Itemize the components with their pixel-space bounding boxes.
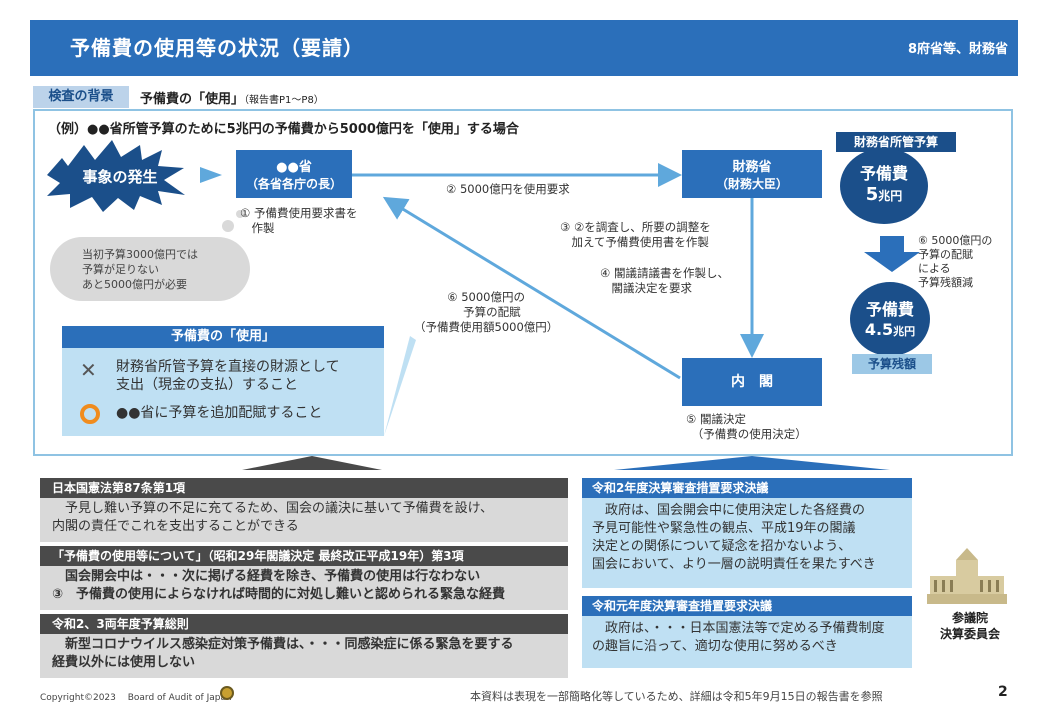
example-text: （例）●●省所管予算のために5兆円の予備費から5000億円を「使用」する場合	[48, 122, 519, 137]
reserve-before-unit: 兆円	[878, 189, 903, 203]
thought-dot-icon	[222, 220, 234, 232]
law-2-body: 国会開会中は・・・次に掲げる経費を除き、予備費の使用は行なわない ③ 予備費の使…	[40, 566, 568, 610]
cross-icon: ✕	[80, 358, 97, 382]
diet-building-icon	[927, 548, 1007, 604]
law-3-head: 令和2、3両年度予算総則	[40, 614, 568, 634]
arrow-cabinet-to-ministry	[382, 196, 681, 380]
cloud-line-2: 予算が足りない	[82, 263, 159, 276]
reserve-before-title: 予備費	[859, 164, 908, 183]
header-subtitle: 8府省等、財務省	[907, 42, 1008, 57]
mof-sub: （財務大臣）	[715, 177, 788, 191]
reserve-after-title: 予備費	[865, 300, 914, 319]
resolution-pointer	[614, 456, 890, 470]
step-5: ⑤ 閣議決定 （予備費の使用決定）	[686, 412, 807, 441]
law-1-head: 日本国憲法第87条第1項	[40, 478, 568, 498]
cloud-line-3: あと5000億円が必要	[82, 278, 187, 291]
board-emblem-icon	[220, 686, 234, 700]
usage-not-case: 財務省所管予算を直接の財源として 支出（現金の支払）すること	[116, 359, 340, 393]
ministry-box: ●●省 （各省各庁の長）	[236, 150, 352, 198]
background-title: 予備費の「使用」（報告書P1～P8）	[140, 88, 324, 107]
page-number: 2	[998, 684, 1008, 700]
down-arrow-icon	[864, 236, 920, 272]
step-3: ③ ②を調査し、所要の調整を 加えて予備費使用書を作製	[560, 220, 711, 249]
resolution-1-body: 政府は、国会開会中に使用決定した各経費の 予見可能性や緊急性の観点、平成19年の…	[582, 498, 912, 588]
resolution-2-body: 政府は、・・・日本国憲法等で定める予備費制度 の趣旨に沿って、適切な使用に努める…	[582, 616, 912, 668]
mof-box: 財務省 （財務大臣）	[682, 150, 822, 198]
usage-heading: 予備費の「使用」	[62, 326, 384, 348]
law-3-body: 新型コロナウイルス感染症対策予備費は、・・・同感染症に係る緊急を要する 経費以外…	[40, 634, 568, 678]
event-label: 事象の発生	[82, 168, 158, 186]
usage-panel: 予備費の「使用」 ✕ 財務省所管予算を直接の財源として 支出（現金の支払）するこ…	[62, 326, 384, 436]
page-title: 予備費の使用等の状況（要請）	[70, 36, 364, 60]
header-bar: 予備費の使用等の状況（要請） 8府省等、財務省	[30, 20, 1018, 76]
footer-note: 本資料は表現を一部簡略化等しているため、詳細は令和5年9月15日の報告書を参照	[470, 690, 883, 703]
step-2: ② 5000億円を使用要求	[446, 182, 570, 196]
circle-ok-icon	[80, 404, 100, 424]
resolution-2-head: 令和元年度決算審査措置要求決議	[582, 596, 912, 616]
step-1: ① 予備費使用要求書を 作製	[240, 206, 358, 235]
reserve-after-amount: 4.5	[864, 320, 894, 339]
remaining-label: 予算残額	[852, 354, 932, 374]
background-title-text: 予備費の「使用」	[140, 92, 245, 107]
background-ref: （報告書P1～P8）	[244, 95, 324, 106]
callout-pointer	[384, 336, 416, 436]
mof-name: 財務省	[732, 160, 772, 175]
cabinet-box: 内 閣	[682, 358, 822, 406]
step-4: ④ 閣議請議書を作製し、 閣議決定を要求	[600, 266, 729, 295]
law-pointer	[242, 456, 382, 470]
law-2-head: 「予備費の使用等について」（昭和29年閣議決定 最終改正平成19年）第3項	[40, 546, 568, 566]
reserve-before-circle: 予備費 5兆円	[840, 148, 928, 224]
resolution-1-head: 令和2年度決算審査措置要求決議	[582, 478, 912, 498]
reserve-after-circle: 予備費 4.5兆円	[850, 282, 930, 356]
event-burst-icon	[47, 140, 185, 212]
background-tag: 検査の背景	[33, 86, 129, 108]
step-6b: ⑥ 5000億円の 予算の配賦 による 予算残額減	[918, 234, 993, 289]
ministry-sub: （各省各庁の長）	[245, 177, 342, 191]
ministry-name: ●●省	[276, 160, 312, 175]
copyright: Copyright©2023 Board of Audit of Japan	[40, 693, 232, 703]
event-arrow	[200, 167, 222, 183]
reserve-after-unit: 兆円	[893, 325, 916, 338]
step-6: ⑥ 5000億円の 予算の配賦 （予備費使用額5000億円）	[414, 290, 559, 334]
shortfall-cloud: 当初予算3000億円では 予算が足りない あと5000億円が必要	[50, 237, 250, 301]
thought-dot-icon	[236, 210, 244, 218]
cloud-line-1: 当初予算3000億円では	[82, 248, 198, 261]
reserve-before-amount: 5	[865, 184, 879, 205]
mof-budget-label: 財務省所管予算	[836, 132, 956, 152]
committee-label: 参議院 決算委員会	[939, 611, 1000, 641]
usage-ok-case: ●●省に予算を追加配賦すること	[116, 405, 323, 421]
law-1-body: 予見し難い予算の不足に充てるため、国会の議決に基いて予備費を設け、 内閣の責任で…	[40, 498, 568, 542]
